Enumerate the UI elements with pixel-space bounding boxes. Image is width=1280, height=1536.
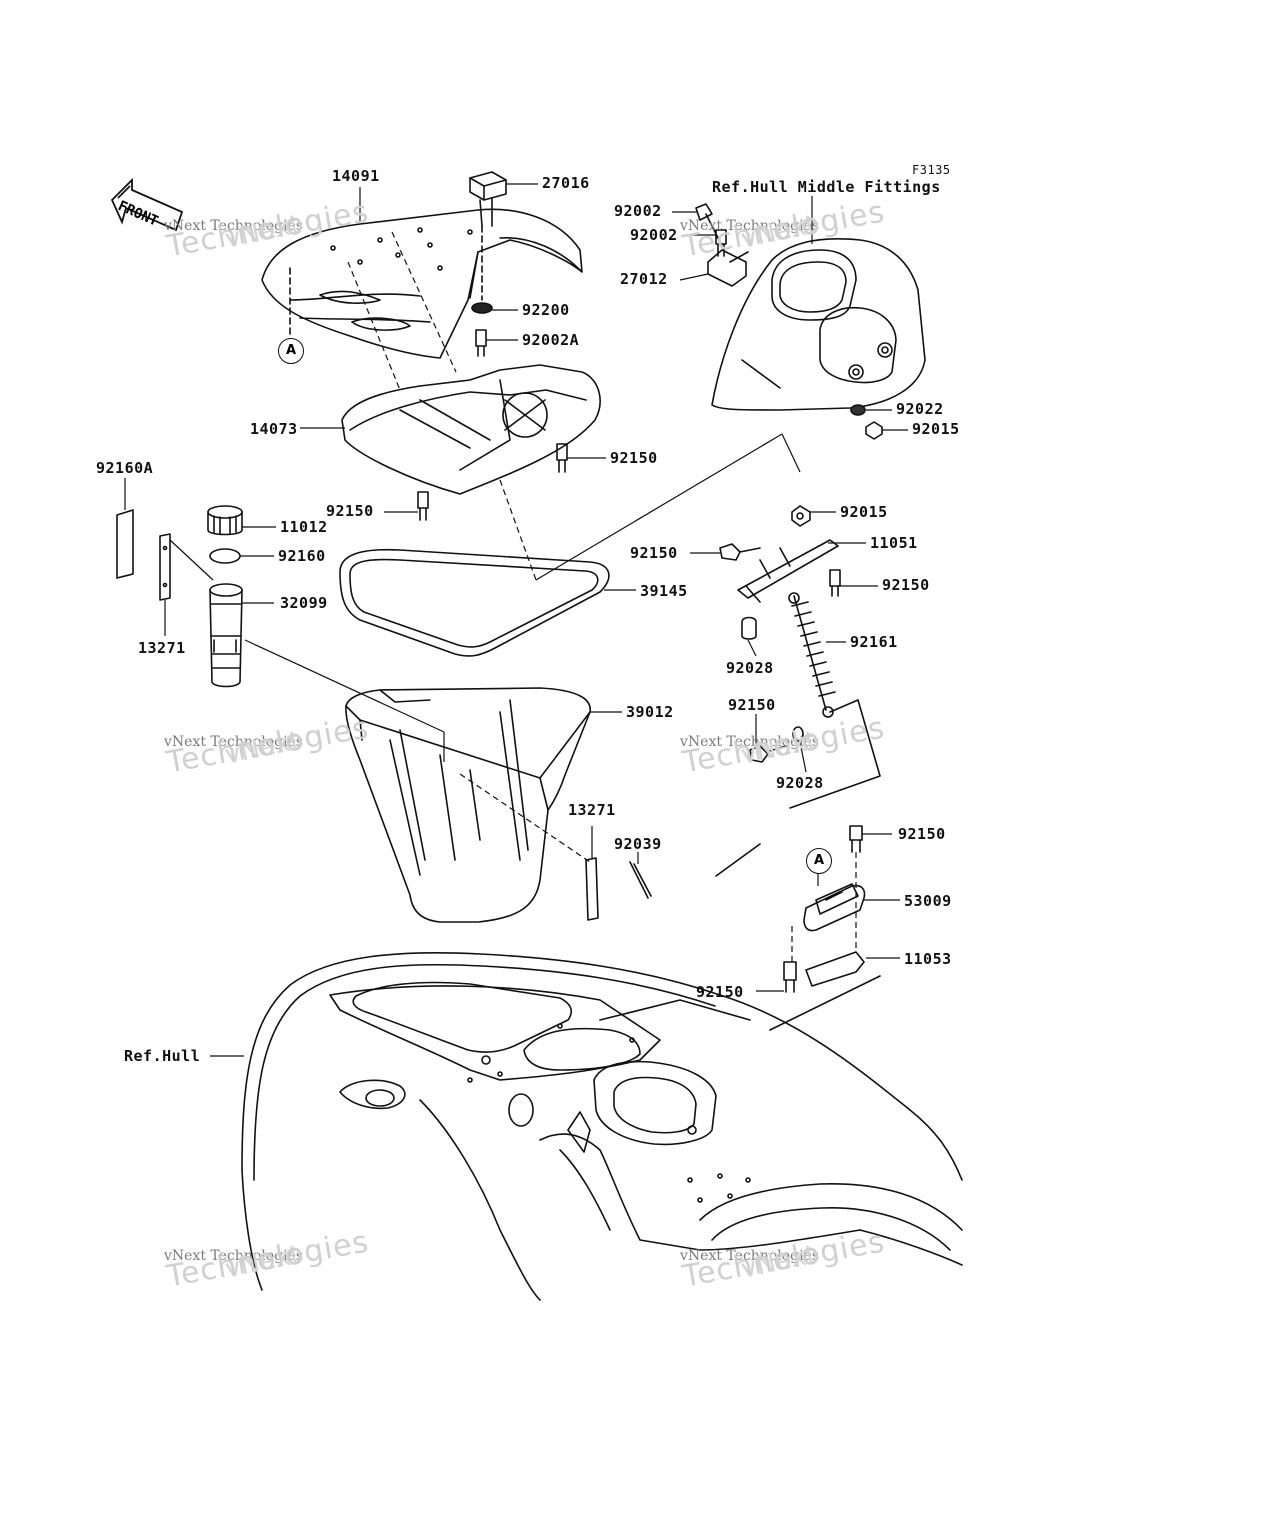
part-label: 92015 (840, 503, 888, 521)
hull-middle-fitting-drawing (711, 238, 926, 411)
part-label: 92022 (896, 400, 944, 418)
seal-39145-drawing (339, 548, 610, 657)
part-label: 92150 (882, 576, 930, 594)
part-label: 39145 (640, 582, 688, 600)
front-arrow-icon (110, 177, 184, 232)
part-label: 39012 (626, 703, 674, 721)
part-label: 92150 (610, 449, 658, 467)
tube-32099-drawing (209, 583, 243, 688)
part-label: 92160 (278, 547, 326, 565)
seat-base-14073-drawing (341, 364, 601, 495)
part-label: 92161 (850, 633, 898, 651)
callout-a: A (278, 338, 304, 364)
part-label: 27016 (542, 174, 590, 192)
figure-code: F3135 (912, 163, 951, 177)
callout-a: A (806, 848, 832, 874)
ref-hull-middle-fittings: Ref.Hull Middle Fittings (712, 178, 941, 196)
part-label: 53009 (904, 892, 952, 910)
part-label: 92150 (728, 696, 776, 714)
part-label: 11012 (280, 518, 328, 536)
part-label: 92160A (96, 459, 154, 477)
seat-14091-drawing (261, 208, 583, 359)
storage-bucket-39012-drawing (345, 687, 591, 923)
part-label: 32099 (280, 594, 328, 612)
part-label: 92002 (630, 226, 678, 244)
part-label: 92150 (630, 544, 678, 562)
part-label: 92002 (614, 202, 662, 220)
part-label: 14091 (332, 167, 380, 185)
part-label: 14073 (250, 420, 298, 438)
part-label: 11051 (870, 534, 918, 552)
seat-catch-27016-drawing (469, 171, 507, 227)
part-label: 92039 (614, 835, 662, 853)
part-label: 92028 (776, 774, 824, 792)
spring-92161-drawing (788, 592, 836, 718)
part-label: 92150 (326, 502, 374, 520)
part-label: 27012 (620, 270, 668, 288)
part-label: 13271 (568, 801, 616, 819)
cap-11012-drawing (207, 505, 243, 536)
part-label: 92015 (912, 420, 960, 438)
hull-drawing (241, 952, 963, 1301)
part-label: 92028 (726, 659, 774, 677)
ref-hull: Ref.Hull (124, 1047, 201, 1065)
part-label: 92200 (522, 301, 570, 319)
part-label: 92150 (696, 983, 744, 1001)
part-label: 92002A (522, 331, 580, 349)
grab-handle-53009-drawing (803, 883, 866, 932)
part-label: 92150 (898, 825, 946, 843)
part-label: 13271 (138, 639, 186, 657)
part-label: 11053 (904, 950, 952, 968)
